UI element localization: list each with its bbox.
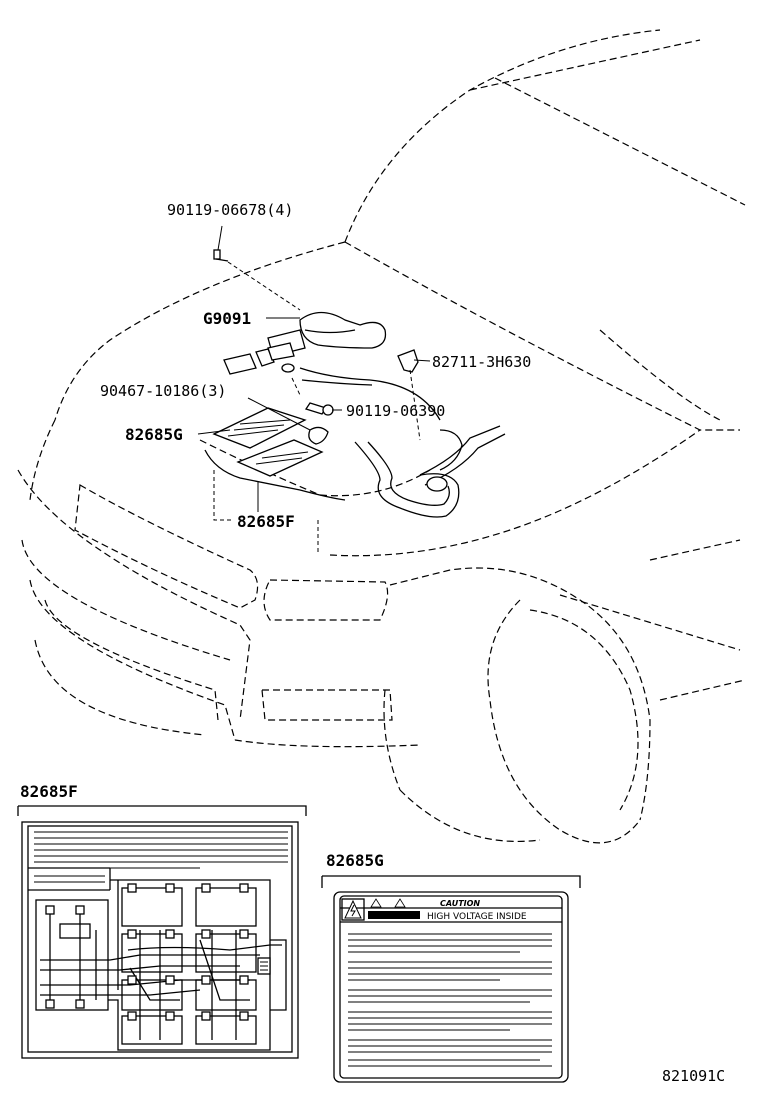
inset-f-wiring-schematic [35, 879, 287, 1051]
screw-part [304, 402, 334, 416]
warning-triangle-icon [370, 898, 382, 908]
caution-header: CAUTION HIGH VOLTAGE INSIDE [340, 898, 562, 923]
callout-screw: 90119-06390 [346, 402, 445, 420]
inset-g-text-block [348, 933, 552, 1067]
bolt-part [213, 249, 229, 262]
inset-82685g: 82685G CAUTION HIGH VOLTAGE INSIDE [321, 851, 581, 1083]
inset-f-title: 82685F [20, 782, 78, 801]
callout-label-f: 82685F [237, 512, 295, 531]
inset-f-text-block [34, 831, 288, 883]
inset-82685f: 82685F [17, 782, 307, 1059]
clamp-part [397, 349, 419, 373]
callout-label-g: 82685G [125, 425, 183, 444]
cable-assembly-part [223, 311, 441, 421]
label-plates-part [204, 407, 346, 501]
figure-code: 821091C [662, 1067, 725, 1085]
high-voltage-text: HIGH VOLTAGE INSIDE [427, 912, 527, 922]
callout-clip: 90467-10186(3) [100, 382, 226, 400]
callout-cable: G9091 [203, 309, 251, 328]
inset-g-title: 82685G [326, 851, 384, 870]
hood-parts [197, 225, 506, 555]
warning-text-block [368, 911, 420, 919]
vehicle-outline [17, 29, 746, 844]
hose-part [354, 425, 506, 518]
warning-triangle-icon-2 [394, 898, 406, 908]
clip-part [308, 426, 329, 445]
high-voltage-icon [344, 899, 362, 919]
callout-bolt: 90119-06678(4) [167, 201, 293, 219]
caution-word: CAUTION [440, 899, 480, 908]
callout-clamp: 82711-3H630 [432, 353, 531, 371]
